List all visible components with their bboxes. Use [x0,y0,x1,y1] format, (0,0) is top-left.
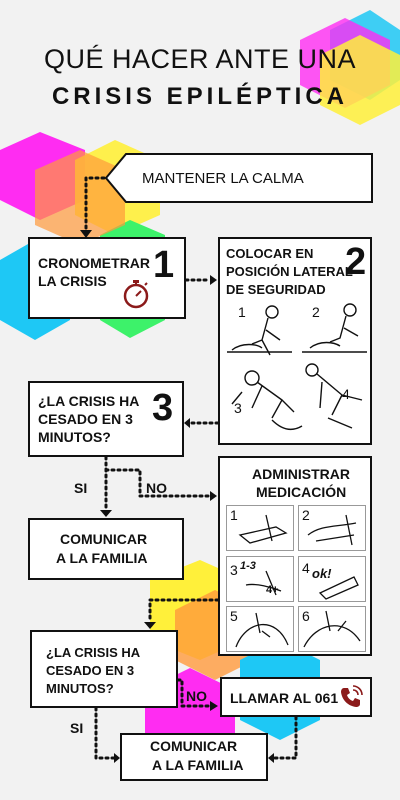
calm-label: MANTENER LA CALMA [142,170,304,187]
call-label: LLAMAR AL 061 [230,690,339,706]
inform2-box [120,733,268,781]
question1-no-label: NO [146,480,167,496]
question2-yes-label: SI [70,720,84,736]
medication-line2: MEDICACIÓN [256,484,347,500]
position-panel-2: 2 [312,304,320,320]
inform2-line2: A LA FAMILIA [152,757,244,773]
inform1-line2: A LA FAMILIA [56,550,148,566]
step-position-number: 2 [345,241,367,283]
question1-number: 3 [152,387,174,429]
step-time-line2: LA CRISIS [38,273,107,289]
step-position-box [218,237,372,445]
medication-panel-1 [226,505,294,551]
recovery-position-illustration [227,303,367,431]
medication-panel-4-text: ok! [312,566,332,581]
inform1-line1: COMUNICAR [60,531,148,547]
question2-box [30,630,178,708]
question2-line2: CESADO EN 3 [46,663,135,678]
medication-panel-6-number: 6 [302,608,310,624]
medication-illustrations [235,514,361,648]
step-position-line1: COLOCAR EN [226,246,314,261]
medication-panel-2 [298,505,366,551]
phone-icon [341,685,363,707]
step-position-line2: POSICIÓN LATERAL [226,264,353,279]
medication-panel-3 [226,556,294,602]
step-position-line3: DE SEGURIDAD [226,282,326,297]
position-panel-1: 1 [238,304,246,320]
question2-line3: MINUTOS? [46,681,114,696]
question2-line1: ¿LA CRISIS HA [46,645,141,660]
title-line1: QUÉ HACER ANTE UNA [43,44,357,74]
hexagon-yellow-top [320,35,400,125]
question1-line1: ¿LA CRISIS HA [38,393,140,409]
question2-no-label: NO [186,688,207,704]
medication-panel-1-number: 1 [230,507,238,523]
position-panel-4: 4 [342,386,350,402]
position-panel-3: 3 [234,400,242,416]
medication-line1: ADMINISTRAR [252,466,350,482]
stopwatch-icon [123,280,149,309]
medication-panel-3-number: 3 [230,562,238,578]
step-time-line1: CRONOMETRAR [38,255,150,271]
step-time-box [28,237,186,319]
inform2-line1: COMUNICAR [150,738,238,754]
step-time-number: 1 [153,244,175,286]
medication-panel-4-number: 4 [302,560,310,576]
title-line2: CRISIS EPILÉPTICA [51,83,349,110]
question1-line3: MINUTOS? [38,429,111,445]
medication-panel-6 [298,606,366,652]
medication-panel-3-text: 1-3 [240,560,256,572]
question1-line2: CESADO EN 3 [38,411,133,427]
question1-yes-label: SI [74,480,88,496]
calm-box-shape [104,153,373,203]
medication-panel-5-number: 5 [230,608,238,624]
inform1-box [28,518,184,580]
medication-panel-2-number: 2 [302,507,310,523]
